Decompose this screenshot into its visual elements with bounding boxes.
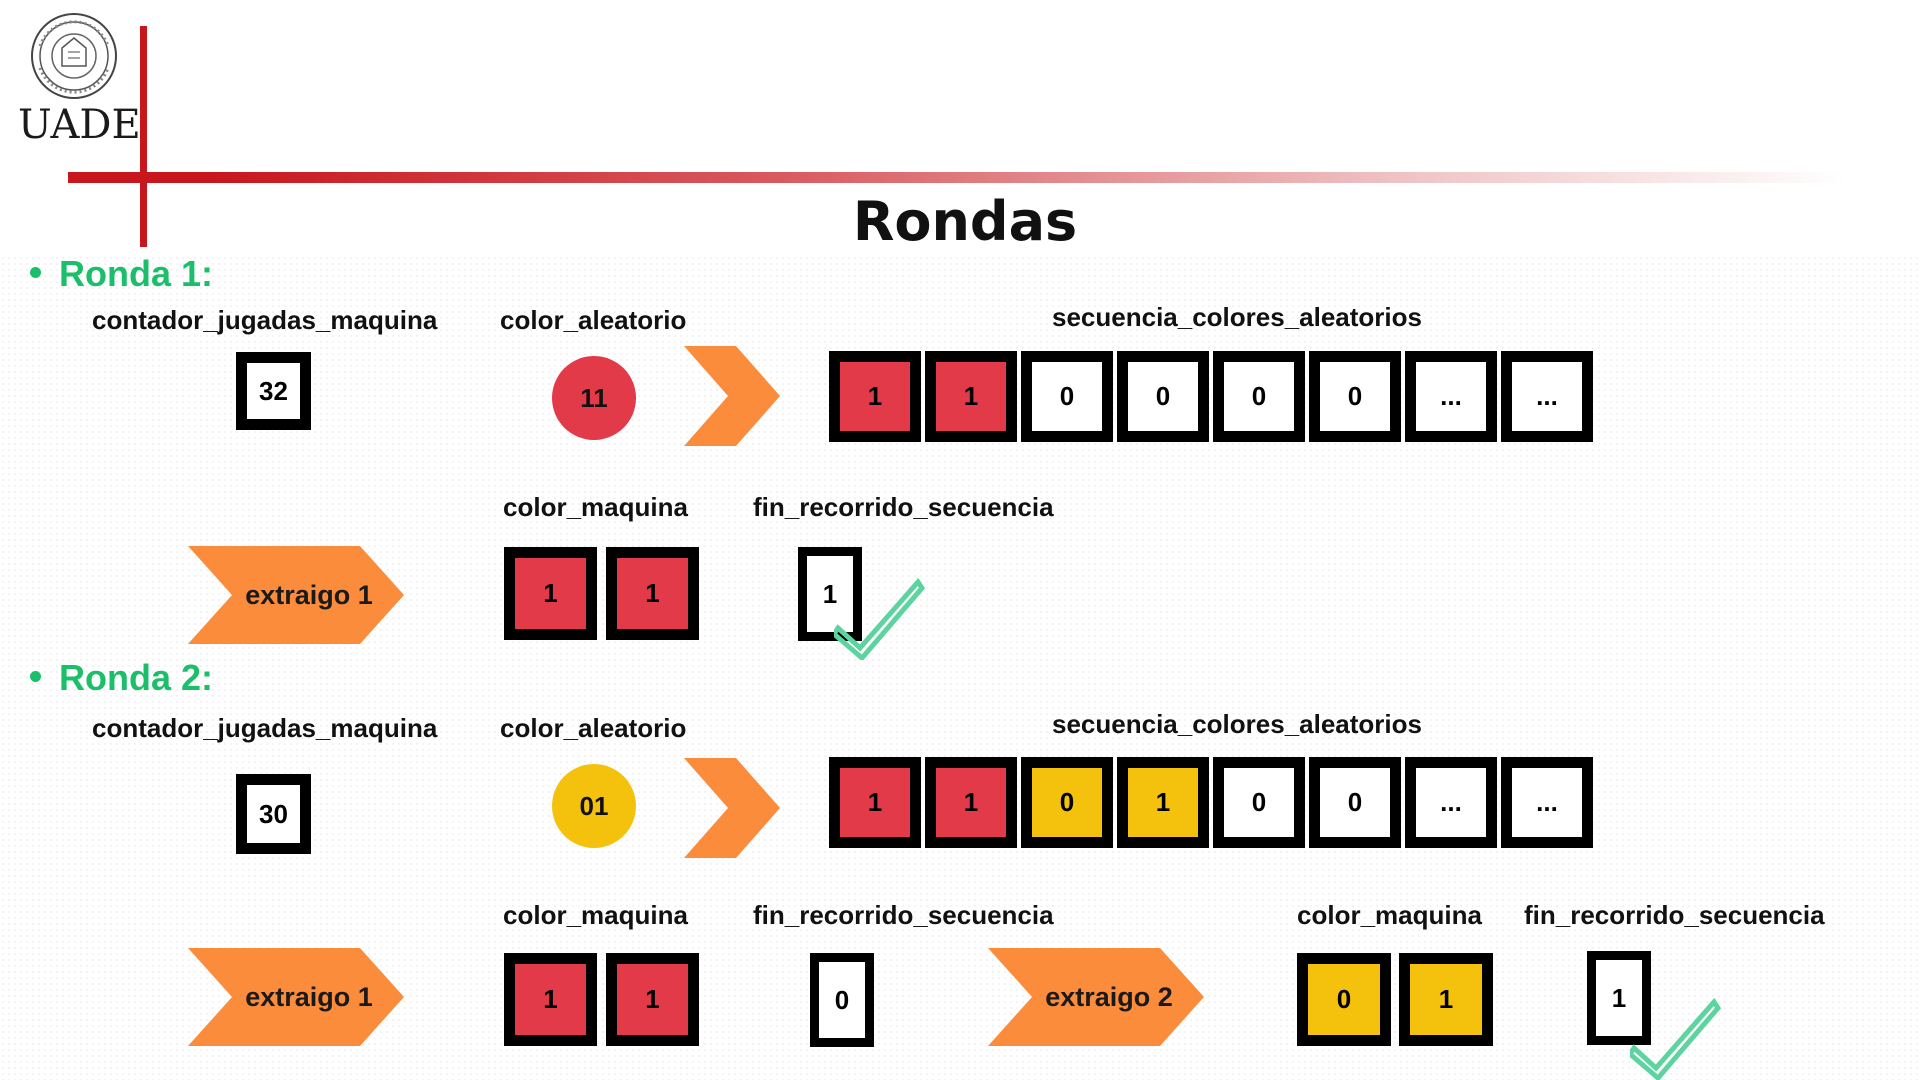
cell-value: ... (1536, 787, 1558, 817)
ronda-1-fin-value: 1 (822, 578, 838, 609)
arrow-tag-icon (188, 948, 404, 1046)
cell-value: 0 (1347, 381, 1363, 411)
ronda-1-secuencia-cell: ... (1405, 351, 1497, 442)
ronda-2-heading: Ronda 2: (30, 657, 213, 699)
ronda-1-label-secuencia: secuencia_colores_aleatorios (1052, 302, 1422, 332)
cell-value: 1 (963, 381, 979, 411)
ronda-1-secuencia-cell: 0 (1021, 351, 1113, 442)
cell-value: 0 (1059, 381, 1075, 411)
ronda-1-contador-box: 32 (236, 352, 311, 430)
cell-value: 1 (645, 578, 660, 608)
cell-value: ... (1536, 381, 1558, 411)
cell-value: 0 (1347, 787, 1363, 817)
ronda-1-secuencia-cell: 1 (829, 351, 921, 442)
ronda-2-fin-2-box: 1 (1587, 951, 1651, 1045)
uade-logo: UADE (18, 8, 141, 148)
ronda-2-fin-2-value: 1 (1611, 982, 1627, 1013)
ronda-2-label-contador: contador_jugadas_maquina (92, 713, 438, 743)
ronda-2-color-maquina-2-cell: 0 (1297, 953, 1391, 1046)
cell-value: 1 (963, 787, 979, 817)
ronda-2-label-fin-2: fin_recorrido_secuencia (1524, 900, 1825, 930)
bullet-dot (30, 670, 41, 682)
logo-text: UADE (18, 102, 141, 148)
ronda-2-secuencia-cell: 1 (829, 757, 921, 848)
arrow-tag-icon (988, 948, 1204, 1046)
ronda-2-color-maquina-cell: 1 (606, 953, 699, 1046)
ronda-2-color-maquina-cell: 1 (504, 953, 597, 1046)
ronda-2-label-color-aleatorio: color_aleatorio (500, 713, 687, 743)
ronda-2-secuencia-cell: ... (1501, 757, 1593, 848)
ronda-2-label-secuencia: secuencia_colores_aleatorios (1052, 709, 1422, 739)
ronda-1-label-contador: contador_jugadas_maquina (92, 305, 438, 335)
ronda-2-contador-value: 30 (259, 798, 288, 829)
seal-icon (31, 13, 117, 99)
ronda-2-chevron-icon (684, 758, 780, 858)
ronda-2-label-color-maquina: color_maquina (503, 900, 688, 930)
ronda-2-secuencia-cell: 1 (925, 757, 1017, 848)
ronda-1-contador-value: 32 (259, 375, 288, 406)
cell-value: 0 (1251, 787, 1267, 817)
horizontal-accent-line (68, 172, 1848, 183)
ronda-1-chevron-icon (684, 346, 780, 446)
vertical-accent-line (140, 26, 147, 247)
page-title: Rondas (852, 190, 1078, 253)
ronda-1-fin-box: 1 (798, 547, 862, 641)
ronda-2-secuencia-cell: ... (1405, 757, 1497, 848)
ronda-2-secuencia-cell: 0 (1309, 757, 1401, 848)
ronda-1-heading-text: Ronda 1: (59, 253, 214, 294)
cell-value: 0 (1059, 787, 1075, 817)
ronda-2-check-icon (1630, 997, 1722, 1080)
ronda-1-secuencia-cell: ... (1501, 351, 1593, 442)
ronda-2-contador-box: 30 (236, 774, 311, 854)
ronda-2-fin-box: 0 (810, 953, 874, 1047)
ronda-1-label-color-aleatorio: color_aleatorio (500, 305, 687, 335)
cell-value: 1 (543, 578, 558, 608)
cell-value: 1 (1438, 984, 1454, 1014)
ronda-2-secuencia-cell: 1 (1117, 757, 1209, 848)
cell-value: 1 (867, 381, 883, 411)
cell-value: ... (1440, 381, 1462, 411)
arrow-tag-icon (188, 546, 404, 644)
ronda-2-extraigo-2-tag: extraigo 2 (988, 948, 1204, 1046)
ronda-2-label-fin: fin_recorrido_secuencia (753, 900, 1054, 930)
ronda-1-secuencia-cell: 0 (1213, 351, 1305, 442)
ronda-1-secuencia-cell: 1 (925, 351, 1017, 442)
ronda-1-secuencia-cell: 0 (1309, 351, 1401, 442)
ronda-1-secuencia-cell: 0 (1117, 351, 1209, 442)
ronda-2-label-color-maquina-2: color_maquina (1297, 900, 1482, 930)
bullet-dot (30, 266, 41, 278)
cell-value: 1 (645, 984, 660, 1014)
cell-value: 0 (1155, 381, 1171, 411)
ronda-2-color-maquina-2-cell: 1 (1399, 953, 1493, 1046)
cell-value: 1 (1155, 787, 1171, 817)
ronda-1-extraigo-tag: extraigo 1 (188, 546, 404, 644)
cell-value: 1 (867, 787, 883, 817)
cell-value: ... (1440, 787, 1462, 817)
ronda-2-color-aleatorio-value: 01 (579, 790, 609, 821)
ronda-1-color-aleatorio-value: 11 (580, 382, 608, 413)
cell-value: 0 (1251, 381, 1267, 411)
ronda-1-label-color-maquina: color_maquina (503, 492, 688, 522)
ronda-2-color-aleatorio-circle: 01 (552, 764, 636, 848)
ronda-2-fin-value: 0 (834, 984, 850, 1015)
ronda-2-extraigo-1-text: extraigo 1 (245, 981, 373, 1012)
ronda-1-color-maquina-cell: 1 (606, 547, 699, 640)
ronda-2-extraigo-1-tag: extraigo 1 (188, 948, 404, 1046)
ronda-2-extraigo-2-text: extraigo 2 (1045, 981, 1173, 1012)
ronda-1-label-fin: fin_recorrido_secuencia (753, 492, 1054, 522)
ronda-2-heading-text: Ronda 2: (59, 657, 214, 698)
ronda-2-secuencia-cell: 0 (1021, 757, 1113, 848)
ronda-1-color-aleatorio-circle: 11 (552, 356, 636, 440)
ronda-1-check-icon (834, 577, 926, 660)
ronda-2-secuencia-cell: 0 (1213, 757, 1305, 848)
ronda-1-color-maquina-cell: 1 (504, 547, 597, 640)
cell-value: 0 (1336, 984, 1352, 1014)
ronda-1-heading: Ronda 1: (30, 253, 213, 295)
cell-value: 1 (543, 984, 558, 1014)
ronda-1-extraigo-text: extraigo 1 (245, 579, 373, 610)
